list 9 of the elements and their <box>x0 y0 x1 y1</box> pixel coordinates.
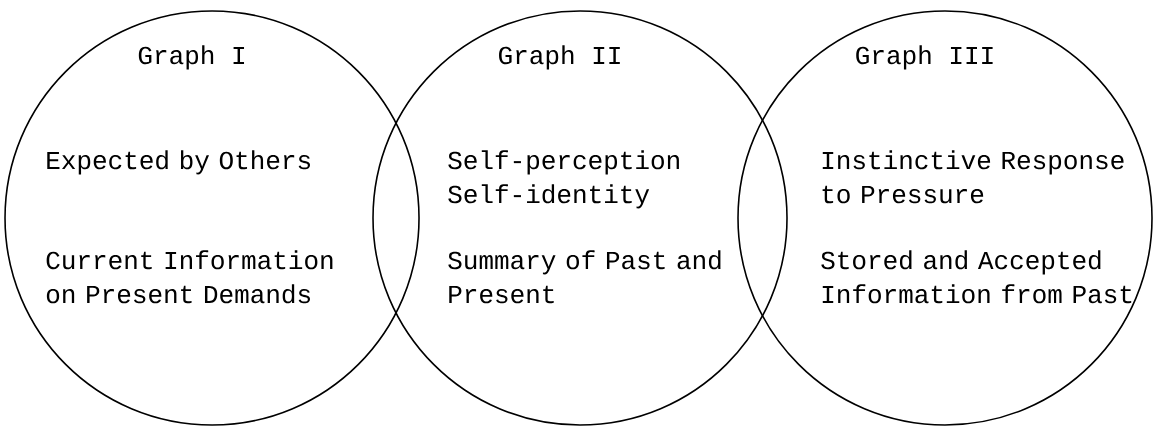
description-text: Self-perception Self-identity <box>448 150 679 209</box>
description-text: Stored and Accepted Information from Past <box>821 250 1132 304</box>
description-text: Expected by Others <box>47 150 310 175</box>
description-text: Summary of Past and Present <box>448 250 721 304</box>
graph-title: Graph I <box>138 45 244 70</box>
description-text: Instinctive Response to Pressure <box>822 150 1124 204</box>
graph-title: Graph III <box>856 45 993 70</box>
description-text: Current Information on Present Demands <box>46 250 333 304</box>
graph-title: Graph II <box>499 45 620 70</box>
